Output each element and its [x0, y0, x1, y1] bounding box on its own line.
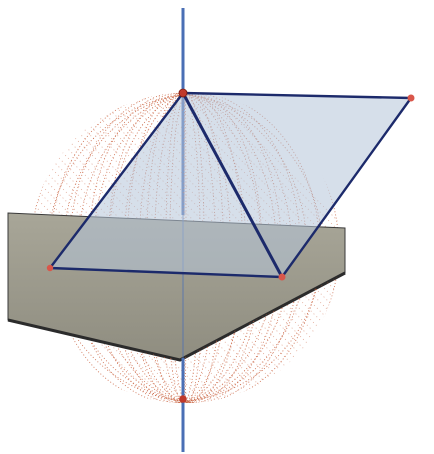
point-right[interactable]	[407, 94, 415, 102]
rhombus[interactable]	[48, 91, 413, 279]
plane-front-edge	[7, 271, 346, 362]
point-left[interactable]	[46, 264, 54, 272]
point-front[interactable]	[278, 273, 286, 281]
point-top[interactable]	[178, 88, 188, 98]
diagonal-segment[interactable]	[181, 92, 284, 278]
point-bottom[interactable]	[179, 395, 187, 403]
